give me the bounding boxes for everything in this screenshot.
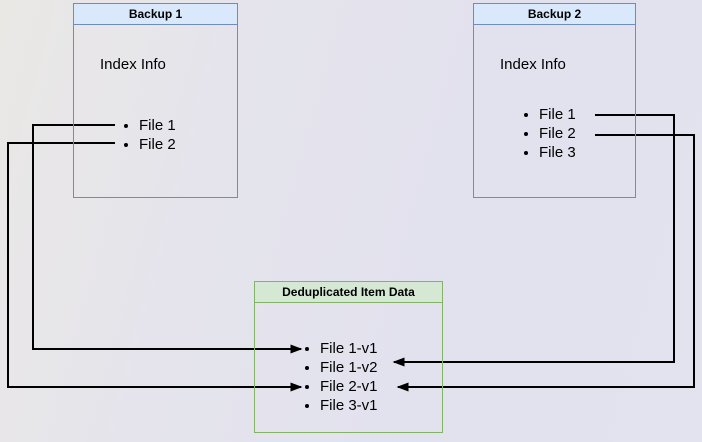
backup2-file-list: File 1 File 2 File 3 <box>475 105 576 162</box>
list-item: File 1 <box>539 105 576 124</box>
list-item: File 2-v1 <box>320 377 378 396</box>
dedup-file-list: File 1-v1 File 1-v2 File 2-v1 File 3-v1 <box>256 339 378 415</box>
backup1-box: Backup 1 Index Info File 1 File 2 <box>73 3 238 198</box>
dedup-box: Deduplicated Item Data File 1-v1 File 1-… <box>254 281 443 433</box>
list-item: File 1-v2 <box>320 358 378 377</box>
backup1-file-list: File 1 File 2 <box>75 116 176 154</box>
backup2-title: Backup 2 <box>474 4 635 25</box>
list-item: File 2 <box>139 135 176 154</box>
backup1-subtitle: Index Info <box>100 56 166 73</box>
backup2-box: Backup 2 Index Info File 1 File 2 File 3 <box>473 3 636 198</box>
list-item: File 1 <box>139 116 176 135</box>
backup2-subtitle: Index Info <box>500 56 566 73</box>
backup1-title: Backup 1 <box>74 4 237 25</box>
list-item: File 3-v1 <box>320 396 378 415</box>
dedup-title: Deduplicated Item Data <box>255 282 442 303</box>
list-item: File 2 <box>539 124 576 143</box>
list-item: File 1-v1 <box>320 339 378 358</box>
list-item: File 3 <box>539 143 576 162</box>
